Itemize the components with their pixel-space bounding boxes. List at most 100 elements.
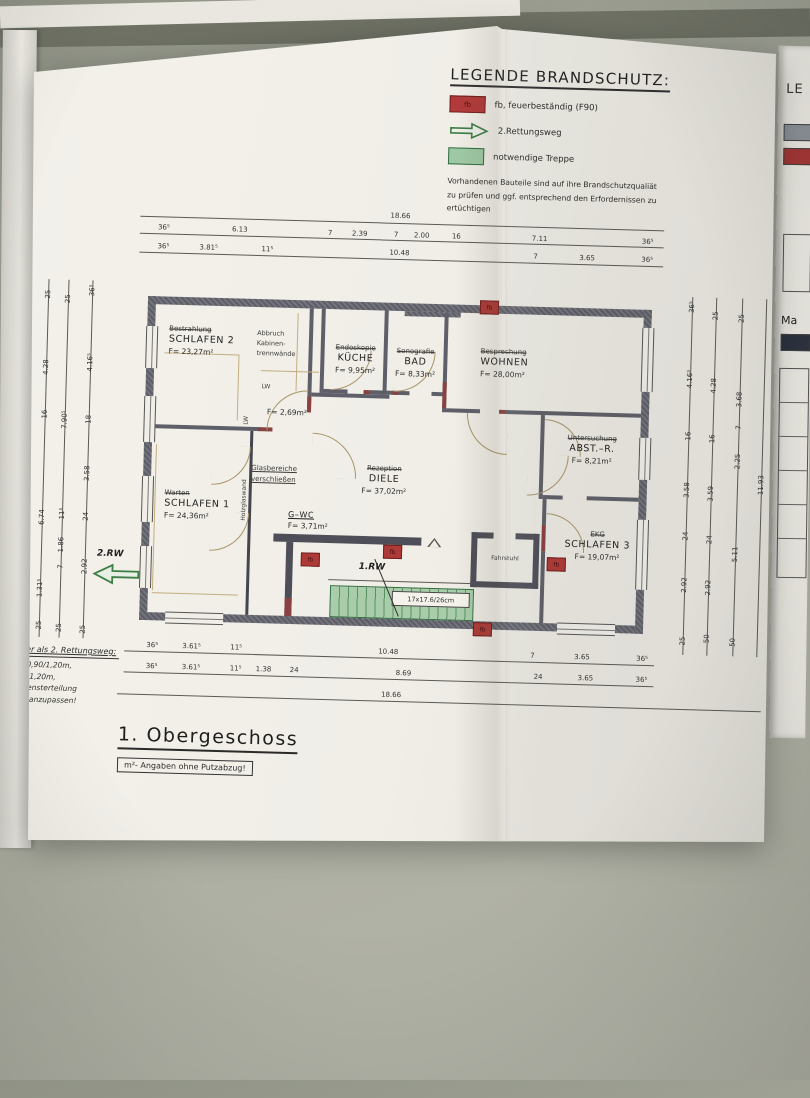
dimension-label: 3.65 <box>579 253 596 263</box>
dimension-line <box>139 232 664 249</box>
window-symbol <box>164 611 224 626</box>
fb-marker-label: fb <box>389 548 396 556</box>
room-area: F= 28,00m² <box>479 369 525 380</box>
room-label-abstellraum: Untersuchung ABST.–R. F= 8,21m² <box>546 433 639 468</box>
dimension-label: 1.31⁵ <box>35 578 45 598</box>
dimension-label: 4.28 <box>41 359 51 376</box>
wall-segment <box>586 496 639 502</box>
dimension-label: 2.92 <box>80 558 89 575</box>
dimension-label: 11⁵ <box>261 245 274 254</box>
fb-marker-label: fb <box>486 303 493 312</box>
floor-plan: 17x17.6/26cm 1.RW fb fb fb fb fb Bestrah… <box>138 295 655 637</box>
dimension-label: 24 <box>289 666 299 675</box>
dimension-label: 2.25 <box>733 453 742 470</box>
dimension-label: 25 <box>63 294 73 304</box>
wall-segment <box>539 551 546 624</box>
dimension-label: 36⁵ <box>687 301 697 314</box>
dimension-label: 16 <box>451 232 461 241</box>
dimension-label: 6.74 <box>37 509 47 525</box>
existing-wall-line <box>261 370 320 373</box>
dimension-label: 36⁵ <box>635 675 648 685</box>
glass-note-line: Glasbereiche <box>251 463 298 474</box>
room-area: F= 24,36m² <box>163 510 209 521</box>
fb-marker: fb <box>479 300 500 315</box>
legend-item-label: notwendige Treppe <box>492 152 575 165</box>
dimension-label: 36⁵ <box>636 654 648 664</box>
dimension-label: 7 <box>393 230 399 239</box>
dimension-label: 3.59 <box>706 485 716 502</box>
fb-marker-label: fb <box>307 555 314 564</box>
door-swing-arc <box>465 412 508 456</box>
dimension-label: 2.92 <box>680 577 689 593</box>
fb-marker: fb <box>546 557 566 572</box>
dimension-label: 7 <box>533 252 538 261</box>
dimension-label: 50 <box>728 637 737 647</box>
legend-title: LEGENDE BRANDSCHUTZ: <box>450 65 671 93</box>
dimension-label: 25 <box>678 636 687 646</box>
legend-item-fb: fb fb, feuerbeständig (F90) <box>449 95 699 119</box>
fb-swatch-label: fb <box>464 100 472 109</box>
wall-segment <box>404 311 461 318</box>
dimension-label: 3.61⁵ <box>182 642 201 651</box>
room-label-wohnen: Besprechung WOHNEN F= 28,00m² <box>480 347 579 382</box>
dimension-label: 11.93 <box>756 475 766 496</box>
first-escape-route-label: 1.RW <box>358 561 386 573</box>
escape-route-arrow-icon <box>92 563 140 585</box>
dimension-label: 24 <box>681 531 690 541</box>
room-area: F= 9,95m² <box>334 365 376 376</box>
dimension-label: 8.69 <box>395 669 412 678</box>
lw-label: LW <box>242 415 250 425</box>
dimension-label: 16 <box>40 409 49 419</box>
fb-marker-label: fb <box>553 560 560 569</box>
room-label-diele: Rezeption DIELE F= 37,02m² <box>341 463 428 498</box>
dimension-label: 50 <box>702 634 711 644</box>
dimension-label: 11⁵ <box>57 507 67 520</box>
dimension-label: 1.38 <box>255 665 272 674</box>
dimension-label: 4.16⁵ <box>685 369 695 389</box>
dimension-label: 36⁵ <box>146 641 159 650</box>
legend-note-line2: zu prüfen und ggf. entsprechend den Erfo… <box>446 189 657 214</box>
existing-wall-line <box>151 592 238 596</box>
room-area-flur: F= 2,69m² <box>266 407 308 418</box>
stair-swatch <box>447 147 485 166</box>
dimension-label: 7 <box>327 228 333 238</box>
dimension-label: 2.39 <box>351 229 368 239</box>
dimension-label: 3.81⁵ <box>199 243 218 252</box>
dimension-label: 24 <box>533 672 543 682</box>
glass-note-line: verschließen <box>250 474 296 484</box>
elevator-shaft-wall <box>532 533 540 589</box>
dimension-label: 6.13 <box>231 225 248 234</box>
dimension-label: 18.66 <box>390 211 411 221</box>
lw-label: LW <box>261 383 271 391</box>
dimension-label: 7.90⁵ <box>60 410 69 429</box>
dimension-label: 2.92 <box>703 579 713 596</box>
elevator-shaft-wall <box>470 581 539 589</box>
room-label-bad: Sonografie BAD F= 8,33m² <box>386 347 445 381</box>
dimension-label: 2.00 <box>413 231 430 240</box>
dimension-line <box>11 278 22 636</box>
wall-segment <box>147 295 652 319</box>
dimension-label: 3.61⁵ <box>181 663 201 672</box>
legend: LEGENDE BRANDSCHUTZ: fb fb, feuerbeständ… <box>446 64 700 222</box>
fb-marker: fb <box>382 544 403 560</box>
dimension-label: 24 <box>81 511 91 521</box>
demolition-note-line: trennwände <box>256 348 296 358</box>
second-escape-route-label: 2.RW <box>96 548 124 560</box>
dimension-label: 25 <box>44 289 53 299</box>
dimension-label: 25 <box>711 311 720 321</box>
dimension-label: 18 <box>84 414 93 424</box>
dimension-label: 18.66 <box>380 690 402 700</box>
dimension-label: 11⁵ <box>230 643 243 652</box>
red-wall-segment <box>363 389 370 395</box>
triangle-symbol <box>427 537 442 548</box>
dimension-label: 11⁵ <box>229 664 242 673</box>
escape-route-arrow-icon <box>449 122 489 139</box>
dimension-label: 10.48 <box>389 248 410 258</box>
window-escape-note: Fenster als 2. Rettungsweg: b/h>=0,90/1,… <box>28 636 125 708</box>
wall-segment <box>152 424 261 432</box>
fb-marker: fb <box>300 552 321 567</box>
dimension-label: 3.65 <box>574 652 590 662</box>
dimension-label: 5.11 <box>730 546 740 563</box>
